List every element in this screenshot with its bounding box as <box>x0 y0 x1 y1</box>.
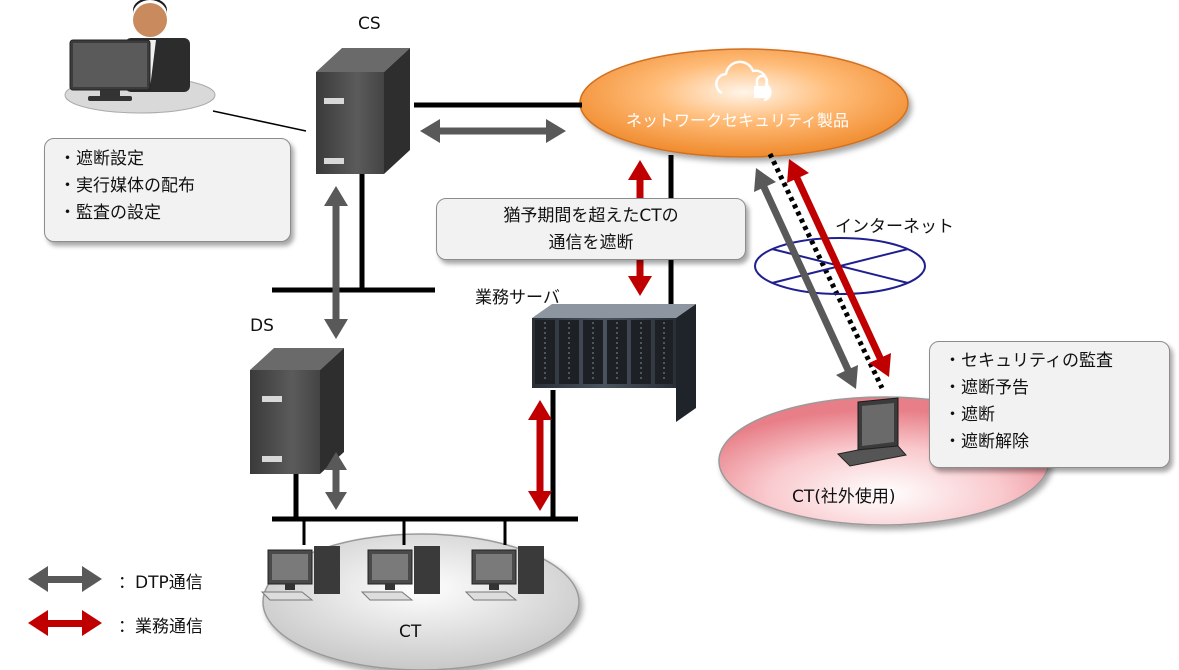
legend-dtp-label: ：DTP通信 <box>118 573 203 593</box>
network-security-product <box>579 48 909 158</box>
cs-label: CS <box>358 14 381 34</box>
legend-business-label: ：業務通信 <box>118 617 203 637</box>
internet-label: インターネット <box>835 217 954 237</box>
ct-label: CT <box>399 622 422 642</box>
legend-business-arrow <box>28 610 102 636</box>
admin-item: 監査の設定 <box>59 200 290 227</box>
network-security-label: ネットワークセキュリティ製品 <box>626 111 850 130</box>
cs-server-icon <box>316 48 410 174</box>
ct-external-label: CT(社外使用) <box>792 487 896 507</box>
grace-block-line2: 通信を遮断 <box>548 233 634 253</box>
ct-security-box: セキュリティの監査 遮断予告 遮断 遮断解除 <box>929 341 1170 468</box>
admin-person-icon <box>64 0 216 114</box>
ct-security-item: 遮断 <box>944 402 1169 429</box>
cloud-lock-icon <box>715 60 772 102</box>
ds-server-icon <box>250 348 344 474</box>
business-arrows <box>528 159 891 511</box>
ct-security-item: 遮断解除 <box>944 429 1169 456</box>
dtp-arrows <box>324 119 858 510</box>
ct-security-item: セキュリティの監査 <box>944 348 1169 375</box>
ds-label: DS <box>250 316 274 336</box>
admin-settings-box: 遮断設定 実行媒体の配布 監査の設定 <box>44 138 291 242</box>
laptop-icon <box>836 397 907 467</box>
business-server-label: 業務サーバ <box>475 288 560 308</box>
admin-item: 実行媒体の配布 <box>59 173 290 200</box>
server-rack-icon <box>532 304 696 422</box>
desktop-pc-icon <box>260 546 544 601</box>
legend-dtp-arrow <box>28 566 102 592</box>
ct-security-item: 遮断予告 <box>944 375 1169 402</box>
grace-block-line1: 猶予期間を超えたCTの <box>503 206 679 226</box>
grace-block-box: 猶予期間を超えたCTの 通信を遮断 <box>436 198 746 260</box>
admin-item: 遮断設定 <box>59 146 290 173</box>
